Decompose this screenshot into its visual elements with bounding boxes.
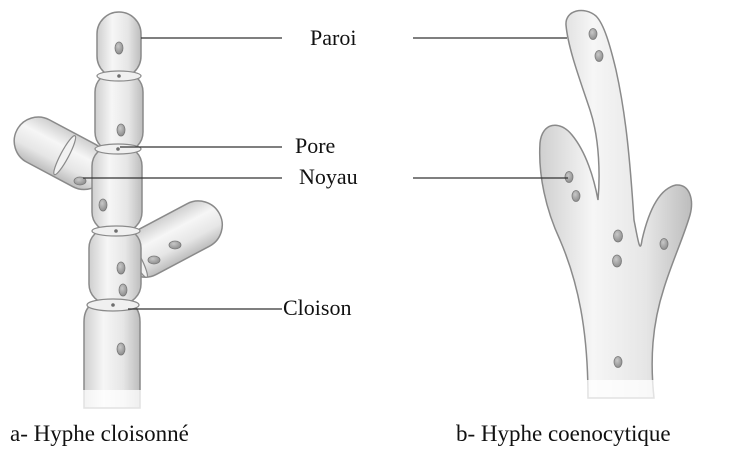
coenocytic-hypha xyxy=(540,10,692,410)
cell-4 xyxy=(89,228,141,304)
label-paroi: Paroi xyxy=(310,25,356,51)
label-cloison: Cloison xyxy=(283,295,351,321)
cell-2 xyxy=(95,72,143,152)
caption-coenocytic: b- Hyphe coenocytique xyxy=(456,421,671,447)
caption-septate: a- Hyphe cloisonné xyxy=(10,421,189,447)
cell-3 xyxy=(92,146,142,232)
septate-hypha xyxy=(6,12,231,412)
coenocytic-body xyxy=(540,10,692,398)
label-pore: Pore xyxy=(295,133,335,159)
label-noyau: Noyau xyxy=(299,164,358,190)
main-stem xyxy=(80,12,146,412)
